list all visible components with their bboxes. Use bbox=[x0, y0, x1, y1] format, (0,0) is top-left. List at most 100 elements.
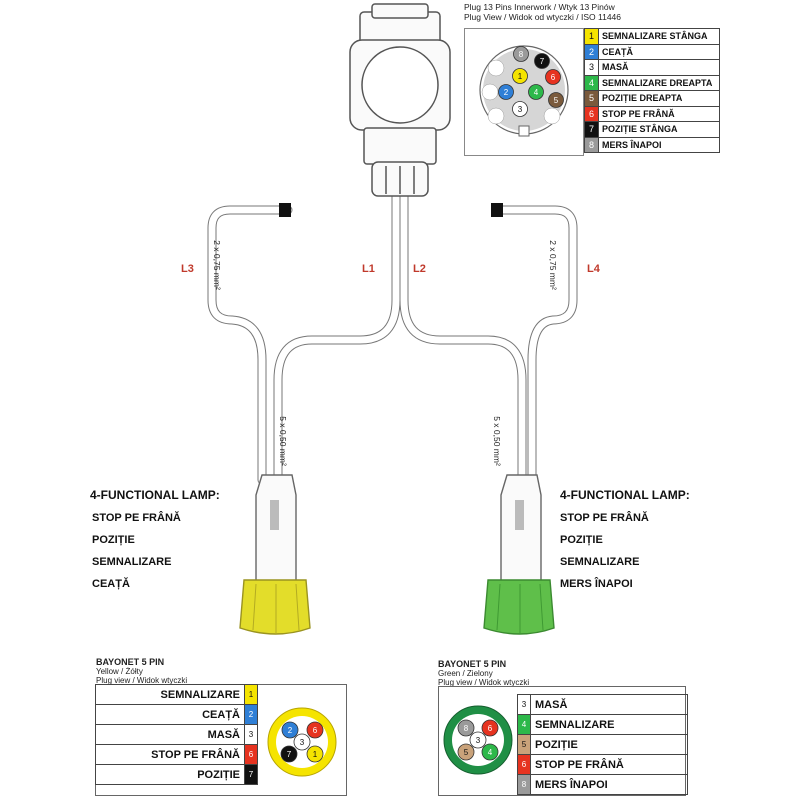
plug13-header-line2: Plug View / Widok od wtyczki / ISO 11446 bbox=[464, 12, 622, 22]
pin-function: STOP PE FRÂNĂ bbox=[530, 754, 688, 775]
bayonet-yellow-title: BAYONET 5 PIN bbox=[96, 657, 165, 667]
pin-label: 8 bbox=[519, 50, 524, 59]
pin-function: SEMNALIZARE bbox=[530, 714, 688, 735]
pin-function: POZIȚIE STÂNGA bbox=[598, 121, 720, 138]
pin-number: 2 bbox=[244, 704, 258, 725]
pin-function: SEMNALIZARE DREAPTA bbox=[598, 74, 720, 91]
pin-label: 3 bbox=[476, 736, 481, 745]
right-lamp-connector bbox=[483, 474, 555, 635]
pin-2 bbox=[281, 721, 299, 739]
plug-13-pin-housing bbox=[349, 3, 451, 197]
lead-label-l1: L1 bbox=[362, 263, 375, 275]
bayonet-yellow-view: Plug view / Widok wtyczki bbox=[96, 676, 188, 685]
pin-number: 2 bbox=[584, 43, 599, 60]
pin-8 bbox=[457, 719, 475, 737]
pin-4 bbox=[481, 743, 499, 761]
right-lamp-title: 4-FUNCTIONAL LAMP: bbox=[560, 488, 690, 502]
pin-label: 3 bbox=[518, 105, 523, 114]
pin-number: 6 bbox=[584, 105, 599, 122]
bayonet-green-header: BAYONET 5 PIN Green / Zielony Plug view … bbox=[438, 659, 530, 688]
lead-label-l4: L4 bbox=[587, 263, 600, 275]
pin-number: 5 bbox=[584, 90, 599, 107]
list-item: SEMNALIZARE bbox=[560, 556, 640, 568]
list-item: CEAȚĂ bbox=[92, 578, 130, 590]
cable-spec-right-thick: 5 x 0,50 mm² bbox=[491, 416, 502, 466]
list-item: POZIȚIE bbox=[560, 534, 603, 546]
pin-number: 8 bbox=[517, 774, 531, 795]
pin-number: 6 bbox=[244, 744, 258, 765]
pin-function: MASĂ bbox=[95, 724, 245, 745]
cable-spec-right-thin: 2 x 0,75 mm² bbox=[547, 240, 558, 290]
left-lamp-connector bbox=[239, 474, 311, 635]
pin-label: 4 bbox=[534, 88, 539, 97]
cable-spec-left-thick: 5 x 0,50 mm² bbox=[277, 416, 288, 466]
left-lamp-title: 4-FUNCTIONAL LAMP: bbox=[90, 488, 220, 502]
pin-number: 6 bbox=[517, 754, 531, 775]
pin-1 bbox=[306, 745, 324, 763]
pin-label: 5 bbox=[464, 748, 469, 757]
cable-end-left bbox=[279, 203, 291, 217]
pin-2 bbox=[498, 84, 514, 100]
pin-3 bbox=[512, 101, 528, 117]
pin-5 bbox=[457, 743, 475, 761]
pin-3 bbox=[469, 731, 487, 749]
pin-label: 4 bbox=[488, 748, 493, 757]
pin-function: STOP PE FRÂNĂ bbox=[598, 105, 720, 122]
pin-6 bbox=[481, 719, 499, 737]
pin-label: 2 bbox=[504, 88, 509, 97]
pin-label: 7 bbox=[287, 750, 292, 759]
pin-label: 2 bbox=[288, 726, 293, 735]
pin-function: STOP PE FRÂNĂ bbox=[95, 744, 245, 765]
plug13-face-frame bbox=[464, 28, 584, 156]
bayonet-green-view: Plug view / Widok wtyczki bbox=[438, 678, 530, 687]
bayonet-green-title: BAYONET 5 PIN bbox=[438, 659, 507, 669]
lead-label-l3: L3 bbox=[181, 263, 194, 275]
pin-label: 6 bbox=[551, 73, 556, 82]
pin-6 bbox=[545, 69, 561, 85]
pin-label: 3 bbox=[300, 738, 305, 747]
pin-function: POZIȚIE bbox=[95, 764, 245, 785]
pin-function: POZIȚIE DREAPTA bbox=[598, 90, 720, 107]
pin-label: 1 bbox=[313, 750, 318, 759]
pin-6 bbox=[306, 721, 324, 739]
pin-number: 5 bbox=[517, 734, 531, 755]
right-lamp-functions: STOP PE FRÂNĂ POZIȚIE SEMNALIZARE MERS Î… bbox=[560, 512, 649, 600]
pin-number: 1 bbox=[244, 684, 258, 705]
pin-label: 7 bbox=[540, 57, 545, 66]
pin-number: 3 bbox=[244, 724, 258, 745]
lead-label-l2: L2 bbox=[413, 263, 426, 275]
pin-function: POZIȚIE bbox=[530, 734, 688, 755]
pin-3 bbox=[293, 733, 311, 751]
cable-spec-left-thin: 2 x 0,75 mm² bbox=[211, 240, 222, 290]
pin-function: CEAȚĂ bbox=[95, 704, 245, 725]
pin-5 bbox=[548, 92, 564, 108]
pin-function: MASĂ bbox=[598, 59, 720, 76]
pin-label: 1 bbox=[518, 72, 523, 81]
pin-label: 6 bbox=[488, 724, 493, 733]
pin-7 bbox=[534, 53, 550, 69]
bayonet-yellow-header: BAYONET 5 PIN Yellow / Żółty Plug view /… bbox=[96, 657, 188, 686]
pin-number: 7 bbox=[244, 764, 258, 785]
pin-number: 7 bbox=[584, 121, 599, 138]
pin-number: 4 bbox=[584, 74, 599, 91]
pin-number: 3 bbox=[517, 694, 531, 715]
